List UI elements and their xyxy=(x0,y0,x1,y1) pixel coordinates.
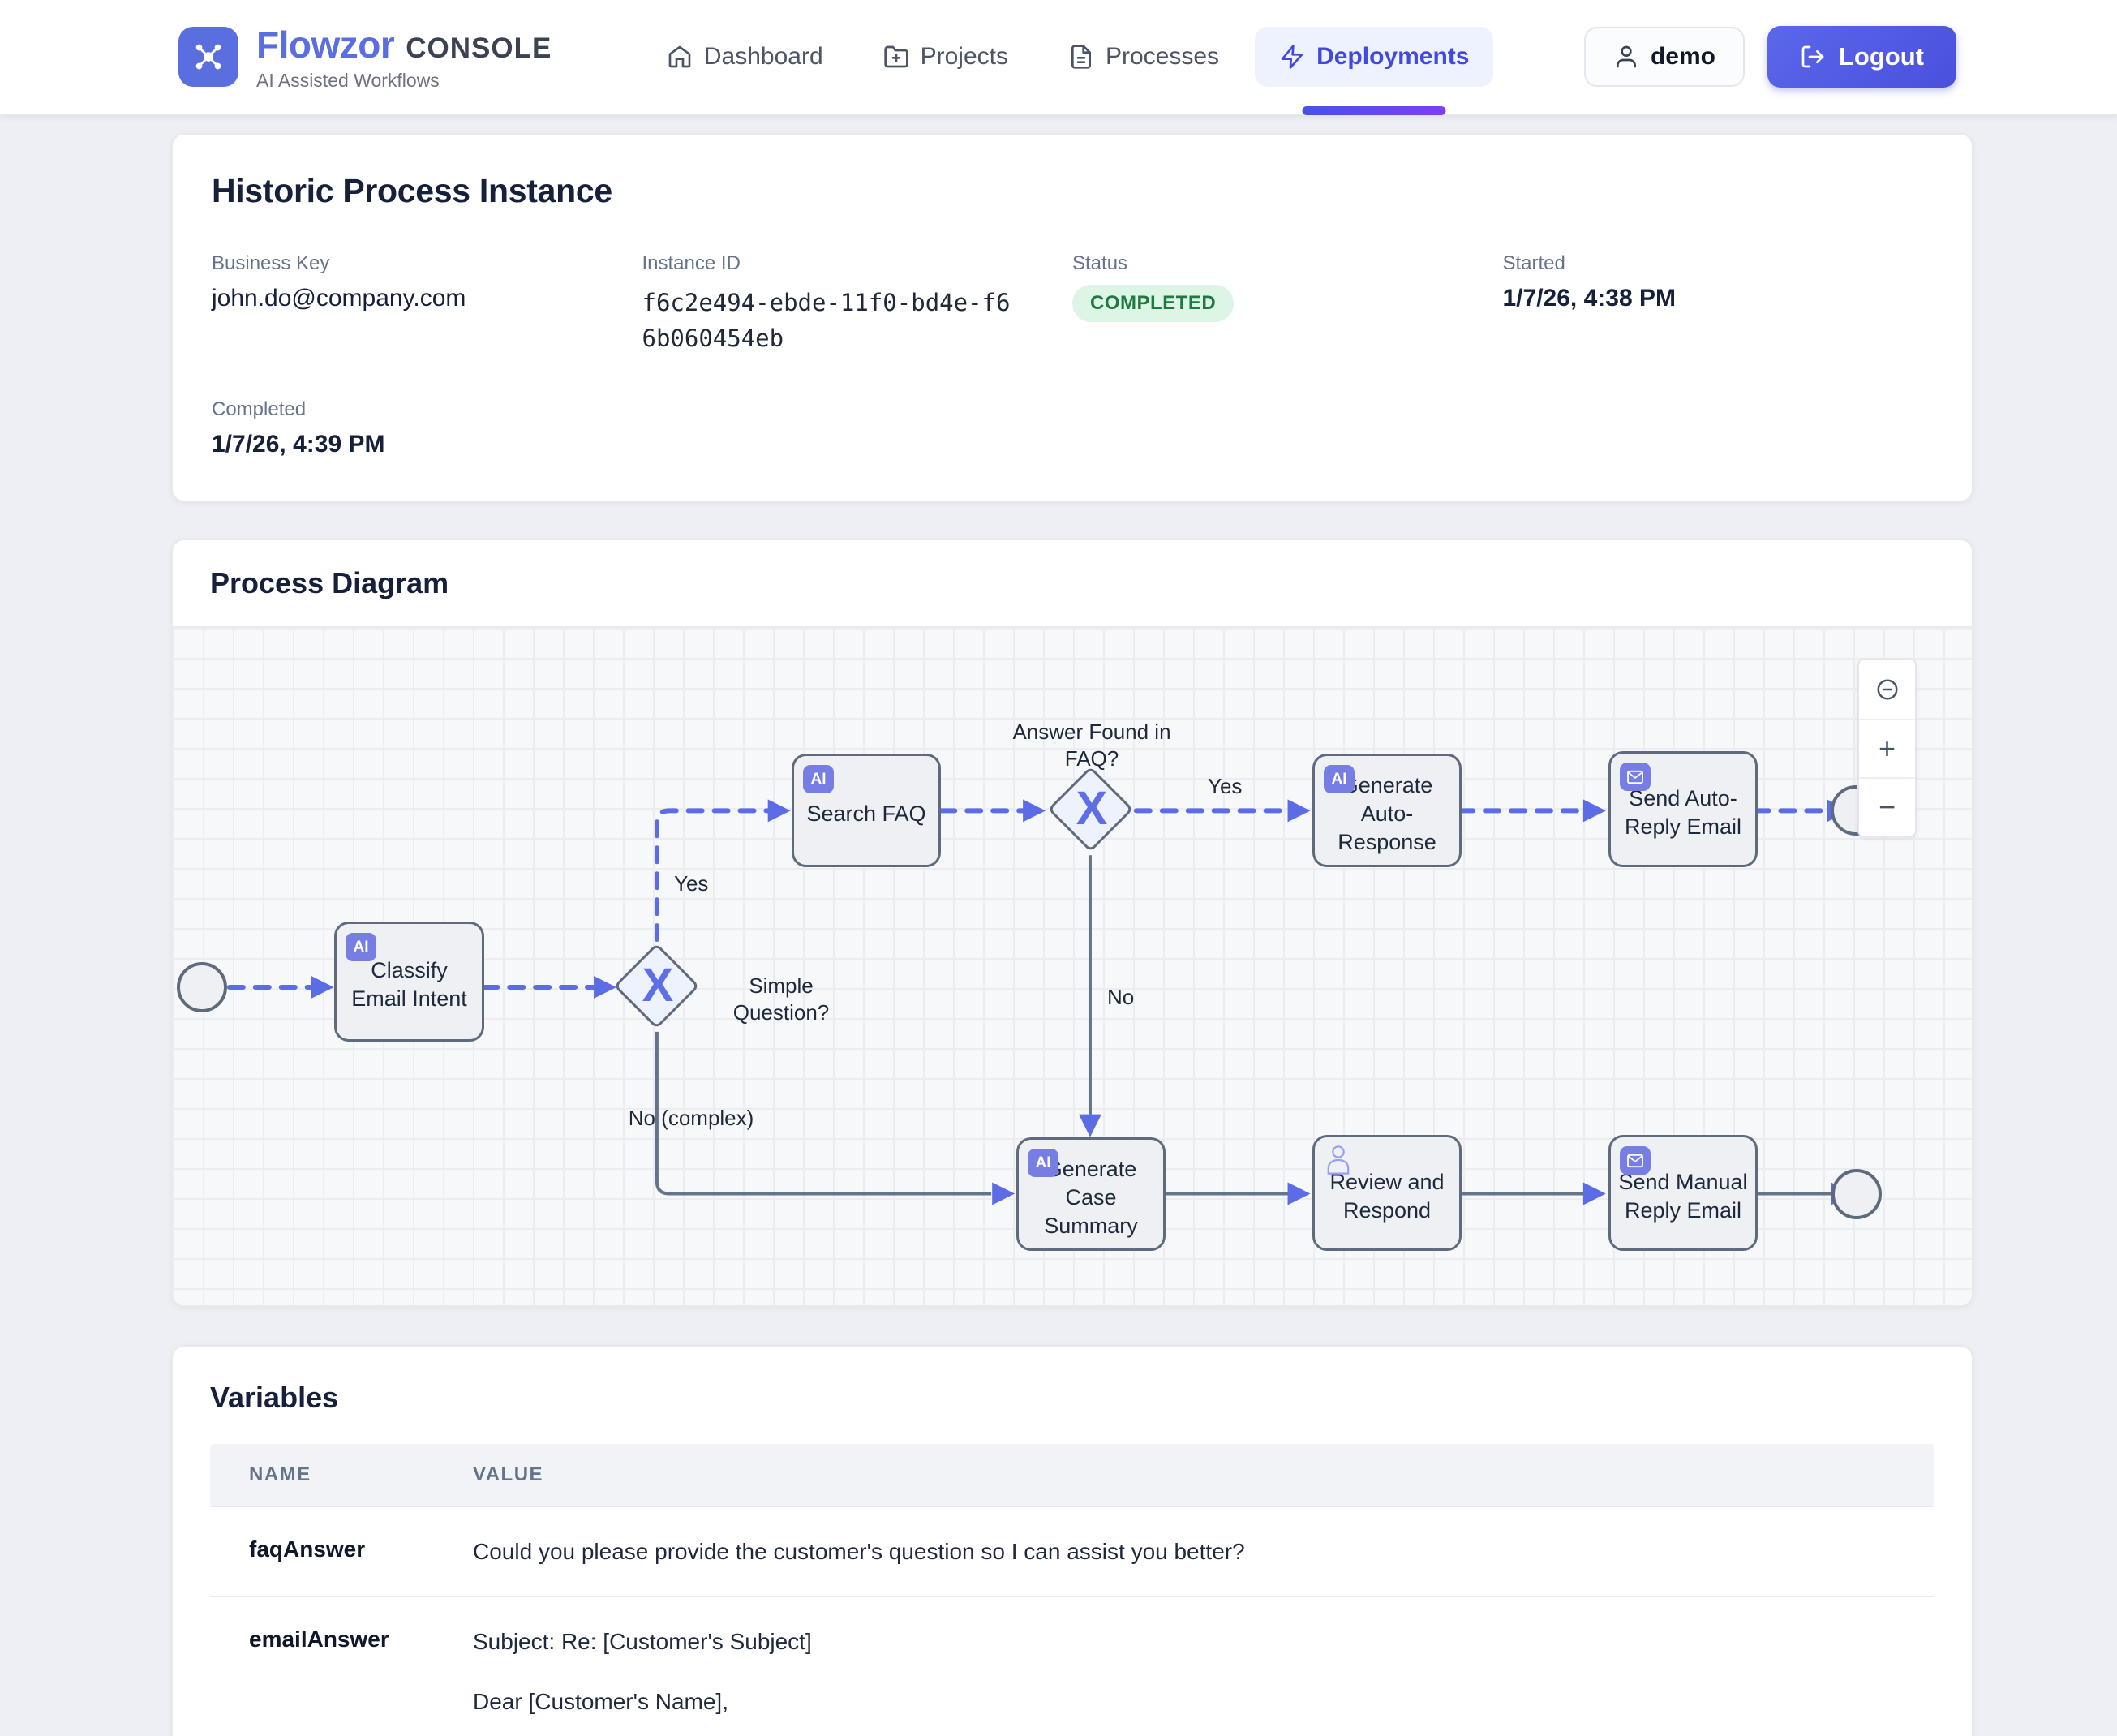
brand-logo[interactable]: Flowzor CONSOLE AI Assisted Workflows xyxy=(178,23,552,92)
start-event[interactable] xyxy=(177,962,227,1012)
app-header: Flowzor CONSOLE AI Assisted Workflows Da… xyxy=(0,0,2117,115)
nav-item-projects[interactable]: Projects xyxy=(859,0,1033,114)
field-label: Started xyxy=(1502,252,1565,274)
field-business-key: Business Key john.do@company.com xyxy=(212,252,642,356)
task-review-and-respond[interactable]: Review and Respond xyxy=(1312,1135,1462,1251)
label-answer-found-in-faq: Answer Found in FAQ? xyxy=(1012,720,1171,771)
gateway-simple-question[interactable]: X xyxy=(613,943,702,1032)
xor-marker: X xyxy=(1076,781,1108,835)
logo-tile xyxy=(178,27,238,87)
user-button-label: demo xyxy=(1650,43,1716,70)
variables-card: Variables NAME VALUE faqAnswer Could you… xyxy=(171,1345,1973,1736)
edge-gateway1-nocomplex-to-generatecase xyxy=(655,1031,992,1196)
nav-label: Deployments xyxy=(1316,43,1470,70)
instance-fields: Business Key john.do@company.com Instanc… xyxy=(212,252,1933,458)
variable-value: Could you please provide the customer's … xyxy=(473,1539,1245,1564)
ai-badge: AI xyxy=(1028,1149,1058,1177)
diagram-header: Process Diagram xyxy=(173,540,1972,628)
task-send-auto-reply-email[interactable]: Send Auto-Reply Email xyxy=(1608,751,1758,867)
table-header-row: NAME VALUE xyxy=(210,1444,1934,1506)
label-yes-left: Yes xyxy=(674,871,709,896)
field-label: Instance ID xyxy=(642,252,741,274)
user-icon xyxy=(1616,45,1636,68)
document-icon xyxy=(1071,45,1091,69)
circle-minus-icon xyxy=(1877,679,1897,700)
table-row: faqAnswer Could you please provide the c… xyxy=(210,1506,1934,1596)
column-header-value: VALUE xyxy=(473,1463,544,1485)
edge-gateway1-yes-to-searchfaq xyxy=(654,808,771,943)
variable-name: faqAnswer xyxy=(249,1536,366,1562)
task-generate-case-summary[interactable]: AI Generate Case Summary xyxy=(1016,1137,1166,1251)
task-send-manual-reply-email[interactable]: Send Manual Reply Email xyxy=(1608,1135,1758,1251)
mail-icon xyxy=(1620,763,1651,791)
home-icon xyxy=(668,45,691,68)
brand-suffix: CONSOLE xyxy=(406,32,552,64)
main-nav: Dashboard Projects Processes xyxy=(552,0,1584,115)
diagram-zoom-controls: + − xyxy=(1857,659,1917,837)
zoom-in-button[interactable]: + xyxy=(1859,719,1915,777)
nav-item-deployments[interactable]: Deployments xyxy=(1255,0,1494,115)
field-value: 1/7/26, 4:38 PM xyxy=(1502,285,1676,312)
field-status: Status COMPLETED xyxy=(1072,252,1503,356)
table-row: emailAnswer Subject: Re: [Customer's Sub… xyxy=(210,1596,1934,1736)
page-main: Historic Process Instance Business Key j… xyxy=(171,133,1973,1736)
user-task-icon xyxy=(1327,1145,1350,1175)
field-started: Started 1/7/26, 4:38 PM xyxy=(1503,252,1934,356)
variables-title: Variables xyxy=(210,1381,339,1414)
field-label: Business Key xyxy=(212,252,330,274)
diagram-title: Process Diagram xyxy=(210,566,449,599)
variable-value: Subject: Re: [Customer's Subject] Dear [… xyxy=(473,1629,812,1714)
header-actions: demo Logout xyxy=(1583,26,1956,88)
label-no-down: No xyxy=(1107,985,1135,1009)
brand-name: Flowzor xyxy=(256,23,395,66)
xor-marker: X xyxy=(642,958,674,1012)
gateway-answer-found[interactable]: X xyxy=(1047,766,1136,855)
zoom-reset-button[interactable] xyxy=(1859,660,1915,719)
label-simple-question: Simple Question? xyxy=(732,973,830,1025)
field-instance-id: Instance ID f6c2e494-ebde-11f0-bd4e-f66b… xyxy=(642,252,1073,356)
logout-button[interactable]: Logout xyxy=(1767,26,1956,88)
ai-badge: AI xyxy=(1324,765,1355,793)
variables-table: NAME VALUE faqAnswer Could you please pr… xyxy=(210,1444,1934,1736)
logout-icon xyxy=(1801,45,1824,68)
field-label: Status xyxy=(1072,252,1128,274)
ai-badge: AI xyxy=(803,765,834,793)
field-label: Completed xyxy=(212,398,307,420)
diagram-canvas[interactable]: Answer Found in FAQ? Yes Yes Simple Ques… xyxy=(173,628,1972,1305)
mail-icon xyxy=(1620,1146,1651,1175)
active-tab-indicator xyxy=(1302,106,1446,115)
label-yes-top: Yes xyxy=(1208,774,1243,798)
field-value: 1/7/26, 4:39 PM xyxy=(212,431,385,458)
field-value: john.do@company.com xyxy=(212,285,466,312)
diagram-edges xyxy=(226,799,1854,1205)
end-event-manual[interactable] xyxy=(1831,1169,1882,1219)
instance-card: Historic Process Instance Business Key j… xyxy=(171,133,1973,502)
nav-label: Projects xyxy=(920,43,1008,70)
page-title: Historic Process Instance xyxy=(212,172,612,209)
nav-label: Processes xyxy=(1106,43,1220,70)
brand-tagline: AI Assisted Workflows xyxy=(256,69,440,91)
task-generate-auto-response[interactable]: AI Generate Auto-Response xyxy=(1312,754,1462,867)
process-diagram-card: Process Diagram xyxy=(171,539,1973,1307)
label-no-complex: No (complex) xyxy=(628,1106,754,1130)
task-classify-email-intent[interactable]: AI Classify Email Intent xyxy=(334,922,484,1042)
field-completed: Completed 1/7/26, 4:39 PM xyxy=(212,398,642,458)
nav-label: Dashboard xyxy=(703,43,823,70)
task-search-faq[interactable]: AI Search FAQ xyxy=(792,754,941,867)
ai-badge: AI xyxy=(346,933,376,961)
bolt-icon xyxy=(1281,45,1303,69)
field-value: f6c2e494-ebde-11f0-bd4e-f66b060454eb xyxy=(642,289,1011,352)
column-header-name: NAME xyxy=(249,1463,311,1485)
zoom-out-button[interactable]: − xyxy=(1859,777,1915,836)
network-icon xyxy=(195,44,221,70)
user-button[interactable]: demo xyxy=(1583,27,1745,87)
variable-name: emailAnswer xyxy=(249,1626,389,1652)
status-badge: COMPLETED xyxy=(1072,285,1235,322)
folder-plus-icon xyxy=(883,45,908,68)
logout-button-label: Logout xyxy=(1838,42,1924,71)
nav-item-processes[interactable]: Processes xyxy=(1044,0,1243,114)
nav-item-dashboard[interactable]: Dashboard xyxy=(642,0,848,114)
